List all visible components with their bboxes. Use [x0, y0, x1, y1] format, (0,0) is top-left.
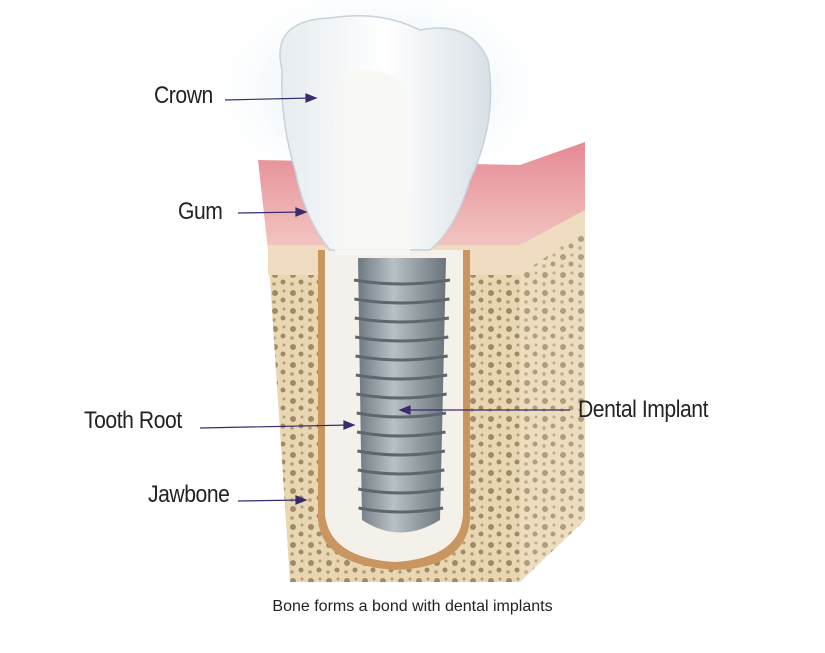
- implant-thread: [358, 506, 444, 514]
- implant-thread: [357, 487, 444, 495]
- implant-thread: [353, 278, 451, 286]
- implant-thread: [356, 392, 447, 400]
- label-crown: Crown: [154, 82, 213, 109]
- implant-thread: [354, 316, 450, 324]
- label-arrows: [199, 93, 570, 505]
- abutment: [335, 70, 410, 255]
- jawbone-side: [520, 200, 585, 582]
- caption: Bone forms a bond with dental implants: [272, 598, 553, 615]
- implant-thread: [357, 468, 445, 476]
- implant-thread: [355, 354, 448, 362]
- label-dental-implant: Dental Implant: [578, 396, 709, 423]
- dental-implant: [353, 258, 451, 533]
- implant-thread: [356, 411, 447, 419]
- implant-thread: [354, 335, 449, 343]
- label-tooth-root: Tooth Root: [84, 407, 182, 434]
- implant-thread: [354, 297, 450, 305]
- implant-thread: [357, 449, 446, 457]
- implant-thread: [355, 373, 448, 381]
- implant-thread: [356, 430, 446, 438]
- label-gum: Gum: [178, 198, 223, 225]
- label-jawbone: Jawbone: [148, 481, 230, 508]
